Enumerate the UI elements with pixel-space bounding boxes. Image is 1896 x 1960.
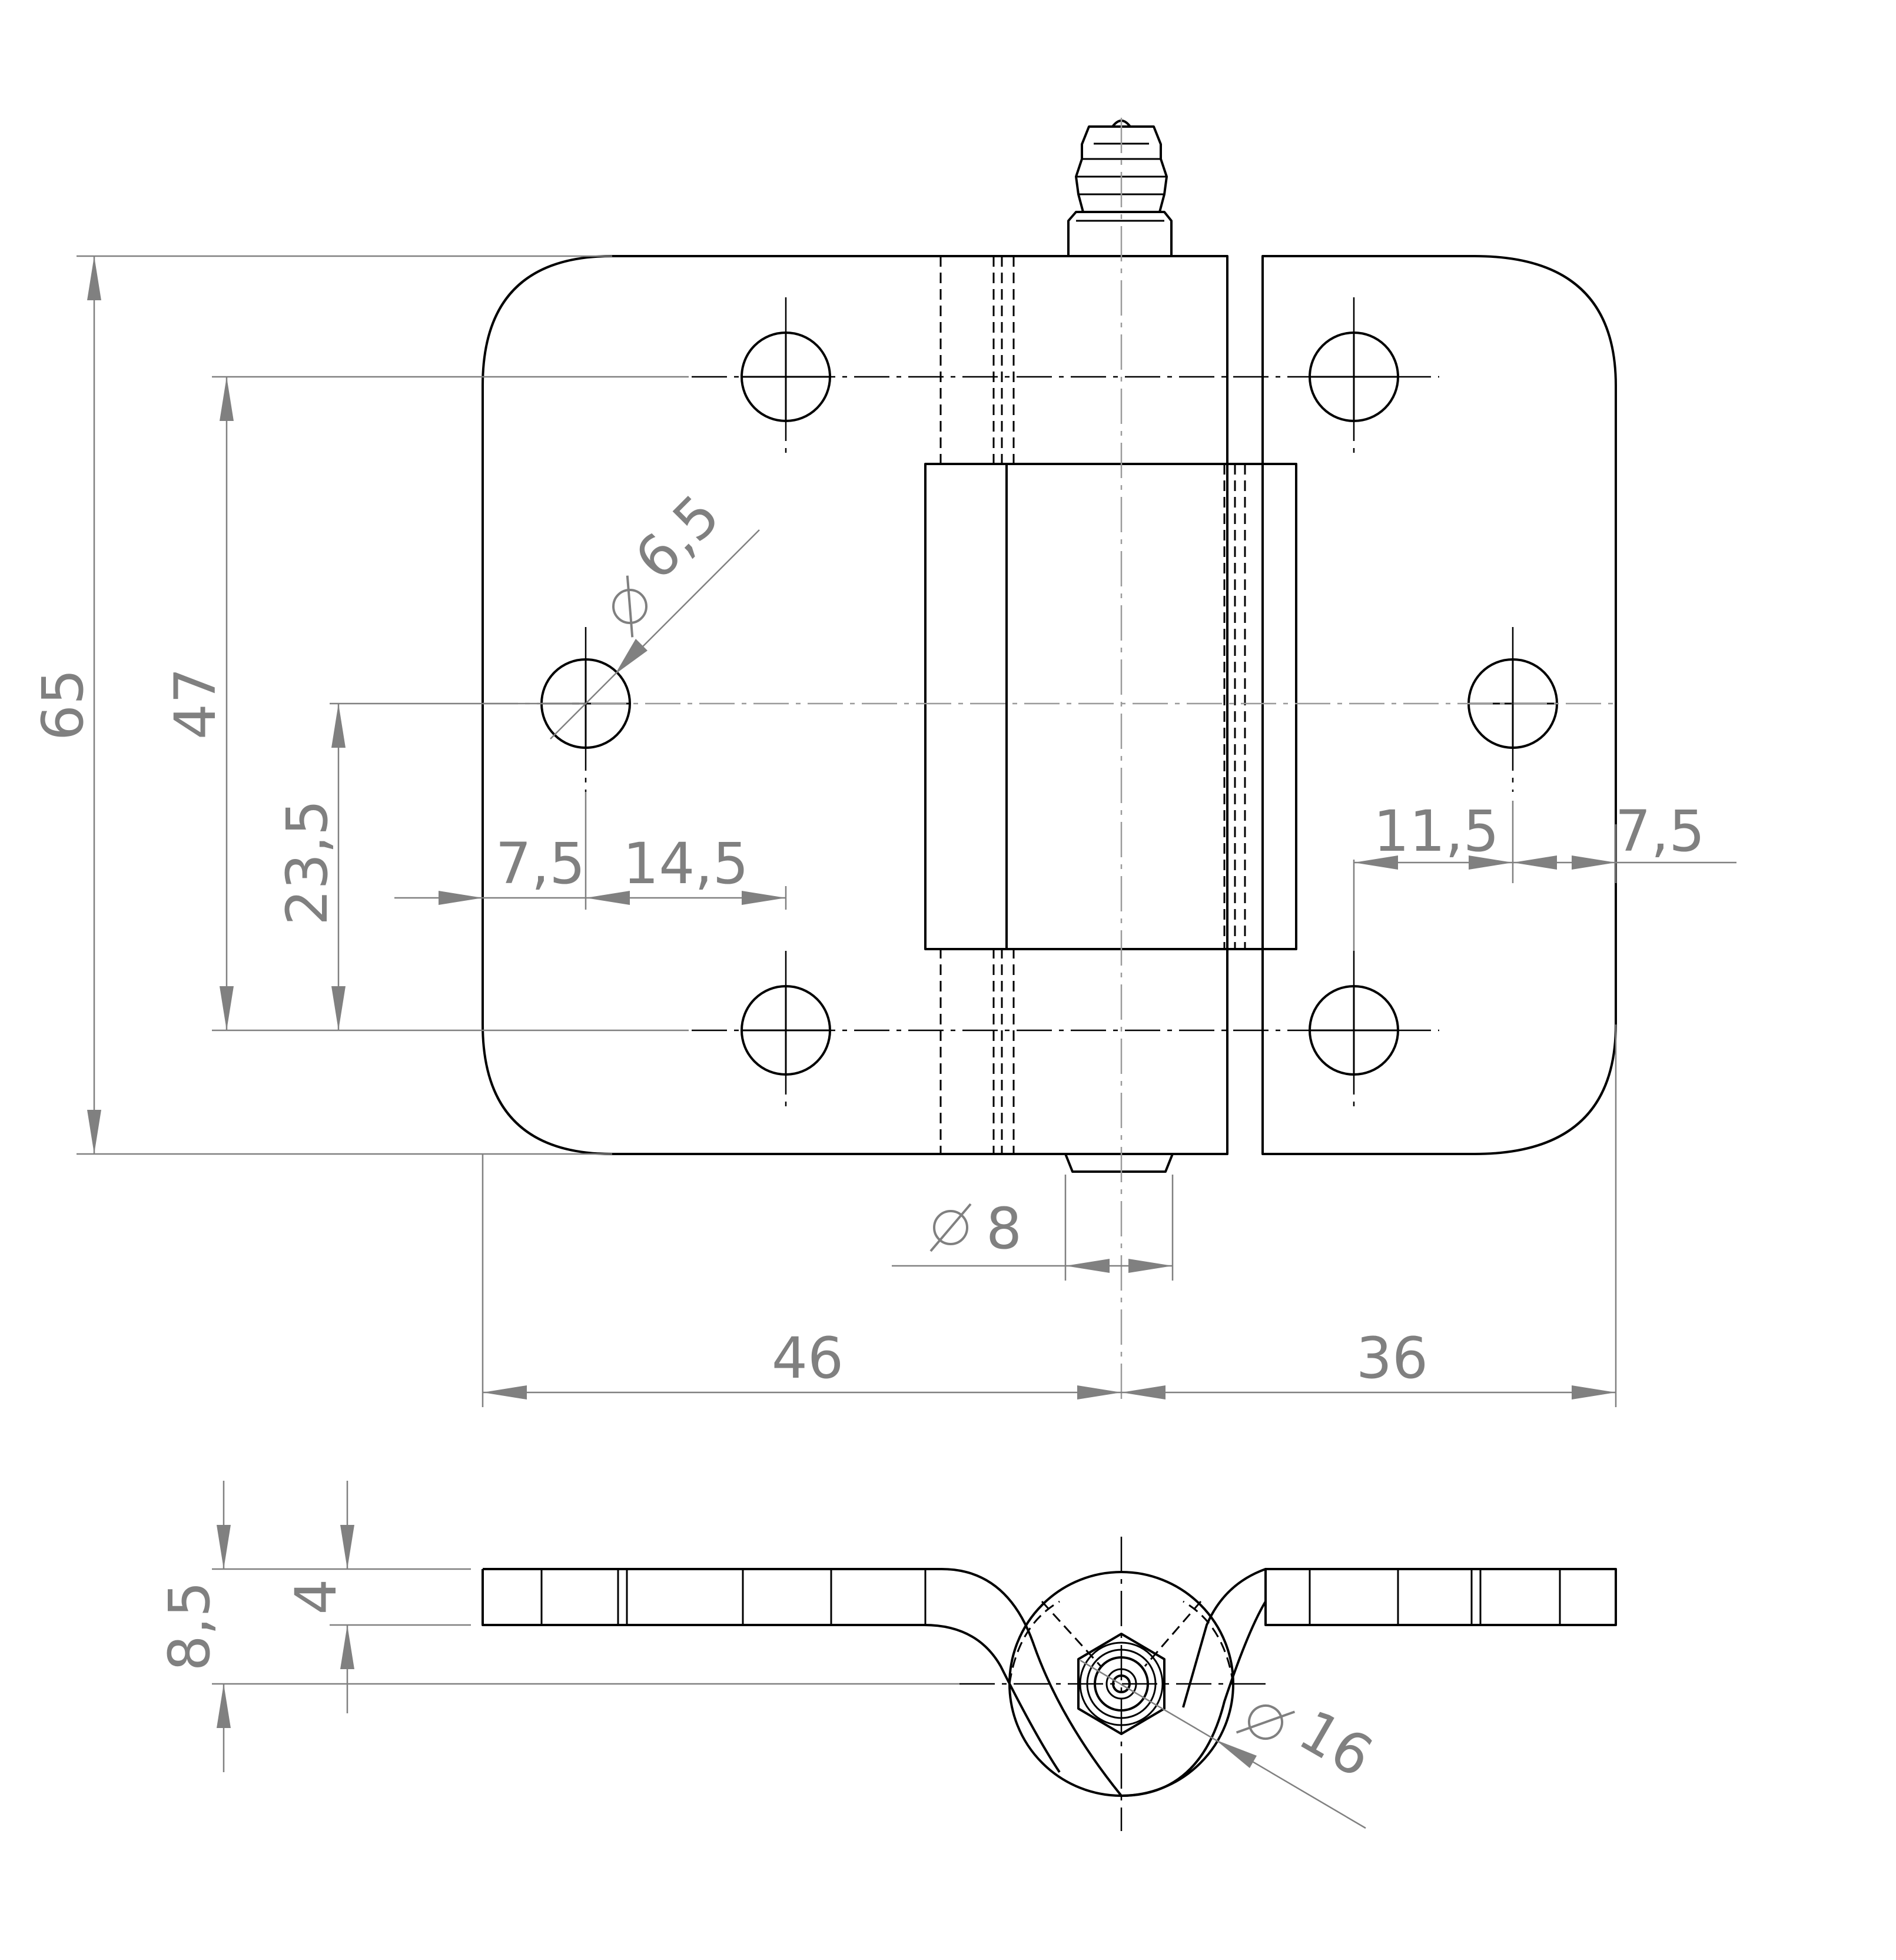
hole-pitch-label: 47: [162, 668, 228, 739]
total-thickness-label: 8,5: [157, 1581, 223, 1672]
pin-diameter-label: 8: [986, 1196, 1022, 1262]
hole-diameter-leader: [550, 529, 760, 739]
pin-stub: [1064, 1153, 1174, 1173]
side-view: [482, 1537, 1617, 1831]
front-view: [482, 118, 1617, 1401]
knuckle: [924, 463, 1297, 950]
left-edge-offset-label: 7,5: [496, 831, 586, 897]
right-edge-offset-label: 7,5: [1615, 798, 1705, 864]
hole-diameter-label: 6,5: [622, 482, 732, 592]
leaf-section-lines: [540, 1569, 1561, 1625]
center-lines: [483, 118, 1616, 1401]
left-hole-spacing-label: 14,5: [623, 831, 749, 897]
right-hole-spacing-label: 11,5: [1373, 798, 1499, 864]
grease-nipple: [1067, 120, 1173, 256]
diameter-symbol-icon: [1235, 1690, 1296, 1754]
left-leaf-outline: [482, 255, 1228, 1155]
front-dimensions: 65 47 23,5 7,5 14,5 11,5 7,5 6,5: [30, 255, 1736, 1407]
right-leaf-outline: [1261, 255, 1617, 1155]
diameter-symbol-icon: [929, 1203, 972, 1252]
knuckle-diameter-label: 16: [1289, 1697, 1384, 1790]
height-total-label: 65: [30, 669, 96, 741]
hole-to-center-label: 23,5: [274, 800, 340, 926]
left-leaf-width-label: 46: [772, 1325, 844, 1391]
right-leaf-profile: [1264, 1568, 1617, 1626]
left-leaf-profile: [483, 1568, 1267, 1797]
diameter-symbol-icon: [599, 576, 661, 638]
leaf-thickness-label: 4: [283, 1578, 349, 1614]
left-leaf-hidden-lines: [939, 256, 1015, 1154]
right-leaf-width-label: 36: [1356, 1325, 1428, 1391]
